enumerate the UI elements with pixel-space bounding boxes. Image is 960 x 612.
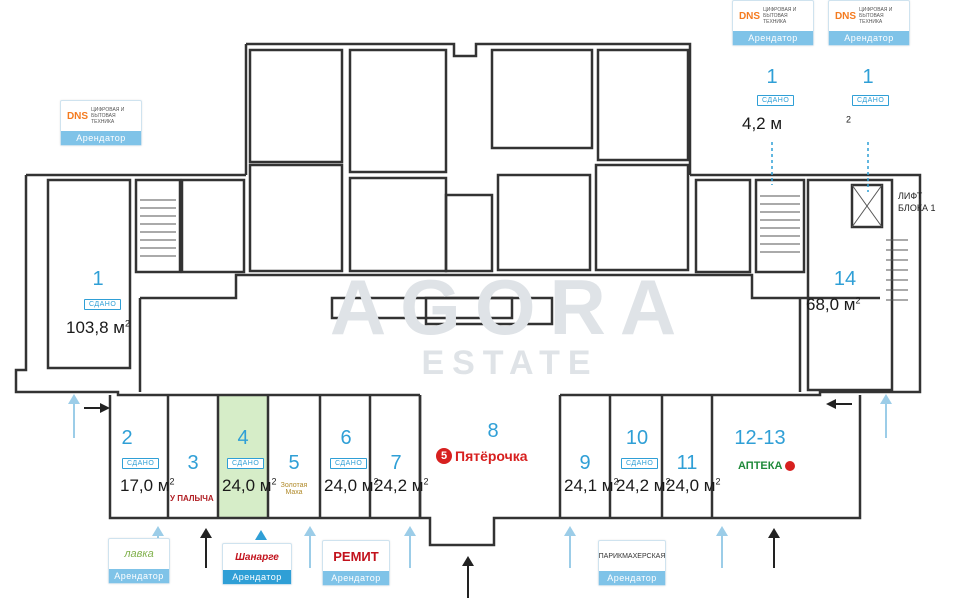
- unit-3-logo: У ПАЛЫЧА: [170, 494, 214, 503]
- unit-1b-number[interactable]: 1: [766, 66, 778, 88]
- unit-3-number[interactable]: 3: [187, 452, 199, 474]
- unit-9-number[interactable]: 9: [579, 452, 591, 474]
- watermark: AGORA ESTATE: [280, 268, 740, 380]
- unit-1-status: СДАНО: [84, 299, 122, 310]
- apteka-icon: [785, 461, 796, 472]
- watermark-line1: AGORA: [329, 263, 691, 351]
- tenant-label: Арендатор: [733, 31, 813, 45]
- dns-sub: ЦИФРОВАЯ И БЫТОВАЯ ТЕХНИКА: [859, 7, 893, 25]
- elevator-line2: БЛОКА 1: [898, 203, 936, 213]
- unit-1c-status: СДАНО: [852, 95, 890, 106]
- elevator-label: ЛИФТ БЛОКА 1: [898, 190, 936, 214]
- unit-9-area: 24,1 м2: [564, 476, 619, 495]
- elevator-line1: ЛИФТ: [898, 191, 923, 201]
- stairs: [140, 184, 908, 301]
- unit-5-number[interactable]: 5: [288, 452, 300, 474]
- unit-14-area: 68,0 м2: [806, 295, 861, 314]
- walls: [14, 42, 922, 547]
- main-arrows: [84, 399, 852, 598]
- parikmaherskaya-logo: ПАРИКМАХЕРСКАЯ: [598, 552, 666, 560]
- unit-2-area: 17,0 м2: [120, 476, 175, 495]
- unit-10-area: 24,2 м2: [616, 476, 671, 495]
- unit-2-status: СДАНО: [122, 458, 160, 469]
- unit-4-area: 24,0 м2: [222, 476, 277, 495]
- tenant-tag-remit[interactable]: РЕМИТ Арендатор: [322, 540, 390, 586]
- tenant-label: Арендатор: [223, 570, 291, 584]
- unit-4-status: СДАНО: [227, 458, 265, 469]
- unit-6-area: 24,0 м2: [324, 476, 379, 495]
- dns-wordmark: DNS: [834, 10, 857, 22]
- unit-1c-area: 2: [846, 114, 852, 125]
- unit-8-number[interactable]: 8: [487, 420, 499, 442]
- tenant-label: Арендатор: [323, 571, 389, 585]
- tenant-label: Арендатор: [109, 569, 169, 583]
- watermark-line2: ESTATE: [421, 344, 599, 382]
- unit-1-number[interactable]: 1: [92, 268, 104, 290]
- unit-connectors: [771, 142, 869, 192]
- unit-14-number[interactable]: 14: [833, 268, 857, 290]
- unit-5-logo: Золотая Маха: [280, 482, 308, 496]
- unit-10-status: СДАНО: [621, 458, 659, 469]
- unit-1b-area: 4,2 м: [742, 114, 783, 133]
- lavka-logo: лавка: [124, 548, 154, 560]
- dns-sub: ЦИФРОВАЯ И БЫТОВАЯ ТЕХНИКА: [91, 107, 125, 125]
- tenant-tag-parikmaherskaya[interactable]: ПАРИКМАХЕРСКАЯ Арендатор: [598, 540, 666, 586]
- pyaterochka-text: Пятёрочка: [455, 448, 528, 464]
- unit-4-number[interactable]: 4: [237, 427, 249, 449]
- tenant-tag-shanarige[interactable]: Шанарге Арендатор: [222, 543, 292, 585]
- unit-7-area: 24,2 м2: [374, 476, 429, 495]
- unit-12-13-number[interactable]: 12-13: [734, 427, 786, 449]
- pyaterochka-icon: 5: [436, 448, 452, 464]
- unit-1b-status: СДАНО: [757, 95, 795, 106]
- unit-1-area: 103,8 м2: [66, 318, 130, 337]
- dns-wordmark: DNS: [738, 10, 761, 22]
- unit-7-number[interactable]: 7: [390, 452, 402, 474]
- tenant-label: Арендатор: [599, 571, 665, 585]
- tenant-label: Арендатор: [61, 131, 141, 145]
- selected-unit-arrow: [255, 530, 267, 540]
- unit-11-area: 24,0 м2: [666, 476, 721, 495]
- unit-6-number[interactable]: 6: [340, 427, 352, 449]
- dns-wordmark: DNS: [66, 110, 89, 122]
- unit-6-status: СДАНО: [330, 458, 368, 469]
- unit-11-number[interactable]: 11: [676, 452, 698, 474]
- tenant-tag-lavka[interactable]: лавка Арендатор: [108, 538, 170, 584]
- unit-2-number[interactable]: 2: [121, 427, 133, 449]
- unit-1c-number[interactable]: 1: [862, 66, 874, 88]
- tenant-label: Арендатор: [829, 31, 909, 45]
- unit-4-highlight: [218, 395, 268, 517]
- unit-12-13-logo: АПТЕКА: [738, 460, 796, 472]
- remit-logo: РЕМИТ: [333, 548, 379, 564]
- unit-10-number[interactable]: 10: [625, 427, 649, 449]
- apteka-text: АПТЕКА: [738, 460, 783, 472]
- unit-8-logo: 5 Пятёрочка: [436, 448, 528, 464]
- dns-sub: ЦИФРОВАЯ И БЫТОВАЯ ТЕХНИКА: [763, 7, 797, 25]
- shanarige-logo: Шанарге: [235, 551, 279, 563]
